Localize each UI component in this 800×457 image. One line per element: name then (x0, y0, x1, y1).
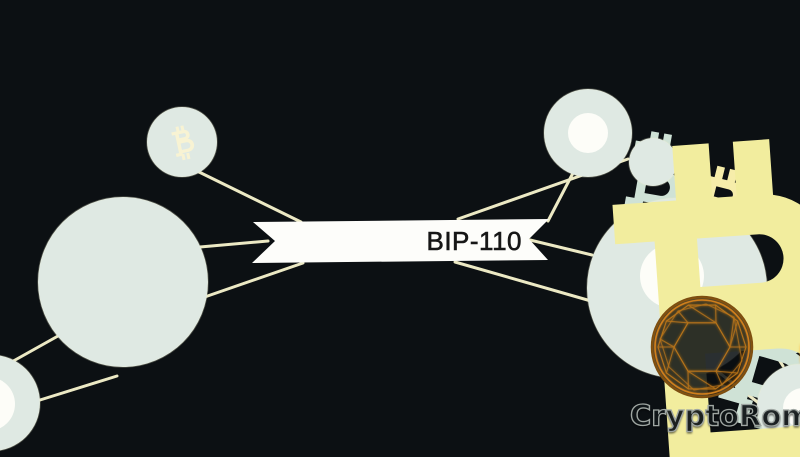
connector-line (528, 238, 594, 257)
connector-line (38, 374, 119, 402)
connector-line (195, 169, 303, 224)
node-right-small (628, 137, 678, 187)
bitcoin-polygon-emblem-icon (650, 295, 754, 399)
banner-label: BIP-110 (426, 226, 522, 257)
connector-line (194, 261, 305, 302)
brand-wordmark: CryptoRom (629, 399, 800, 433)
node-left-large (37, 196, 209, 368)
node-bottom-right-core (783, 388, 800, 428)
node-bottom-left (0, 354, 41, 452)
connector-line (453, 260, 593, 303)
connector-line (198, 239, 270, 249)
connector-line (6, 334, 60, 366)
ribbon-banner (252, 219, 549, 263)
node-right-medium-core (568, 113, 608, 153)
node-bottom-left-core (0, 379, 15, 429)
